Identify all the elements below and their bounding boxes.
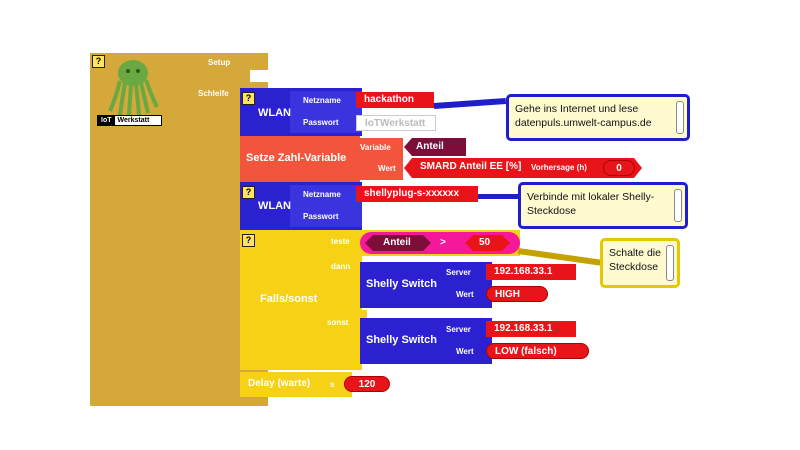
falls-title: Falls/sonst (260, 293, 318, 305)
logo-werkstatt: Werkstatt (114, 116, 161, 125)
comment-1-scrollbar[interactable] (676, 101, 684, 134)
shelly1-title: Shelly Switch (366, 278, 437, 290)
shelly1-server-label: Server (446, 268, 471, 277)
setup-notch-top (250, 70, 268, 82)
shelly-switch-2[interactable] (360, 318, 492, 364)
comment2-connector (478, 194, 520, 199)
shelly1-server-value[interactable]: 192.168.33.1 (486, 264, 576, 280)
comment-1-text: Gehe ins Internet und lese datenpuls.umw… (515, 103, 652, 129)
falls-sonst-label: sonst (327, 318, 349, 327)
condition-operator[interactable]: > (440, 237, 446, 248)
setze-title: Setze Zahl-Variable (246, 152, 347, 164)
shelly1-wert-label: Wert (456, 290, 474, 299)
setze-wert-label: Wert (378, 164, 396, 173)
shelly2-wert-label: Wert (456, 347, 474, 356)
setze-variable-block[interactable] (240, 136, 360, 182)
setze-wert-value[interactable] (404, 158, 642, 178)
wlan1-passwort-value[interactable]: IoTWerkstatt (356, 115, 436, 131)
setze-variable-label: Variable (360, 143, 391, 152)
wlan2-netzname-label: Netzname (303, 190, 341, 199)
delay-title: Delay (warte) (248, 378, 311, 389)
condition-variable[interactable]: Anteil (365, 235, 431, 251)
shelly2-server-label: Server (446, 325, 471, 334)
shelly2-server-value[interactable]: 192.168.33.1 (486, 321, 576, 337)
shelly2-wert-value[interactable]: LOW (falsch) (486, 343, 589, 359)
condition-value[interactable]: 50 (465, 235, 510, 251)
wlan1-title: WLAN (258, 107, 291, 119)
comment-2-text: Verbinde mit lokaler Shelly-Steckdose (527, 191, 655, 217)
setze-input-area (355, 138, 403, 180)
loop-label: Schleife (198, 89, 229, 98)
falls-block[interactable] (240, 230, 362, 370)
shelly-switch-1[interactable] (360, 262, 492, 308)
falls-teste-label: teste (331, 237, 350, 246)
wlan1-passwort-label: Passwort (303, 118, 339, 127)
setze-variable-value[interactable]: Anteil (404, 138, 466, 156)
logo-badge: IoT Werkstatt (97, 115, 162, 126)
setup-label: Setup (208, 58, 231, 67)
wlan2-netzname-value[interactable]: shellyplug-s-xxxxxx (356, 186, 478, 202)
delay-value[interactable]: 120 (344, 376, 390, 392)
setze-wert-text: SMARD Anteil EE [%] (420, 161, 522, 172)
wlan2-help-icon[interactable]: ? (242, 186, 255, 199)
wlan2-title: WLAN (258, 200, 291, 212)
logo-iot: IoT (98, 116, 115, 125)
comment-3-scrollbar[interactable] (666, 245, 674, 281)
comment-3-text: Schalte die Steckdose (609, 247, 661, 273)
octopus-icon (105, 55, 160, 117)
setze-vorhersage-value[interactable]: 0 (603, 160, 635, 176)
comment-3[interactable]: Schalte die Steckdose (600, 238, 680, 288)
comment-2-scrollbar[interactable] (674, 189, 682, 222)
comment-2[interactable]: Verbinde mit lokaler Shelly-Steckdose (518, 182, 688, 229)
setup-help-icon[interactable]: ? (92, 55, 105, 68)
shelly2-title: Shelly Switch (366, 334, 437, 346)
wlan1-netzname-value[interactable]: hackathon (356, 92, 434, 108)
wlan-block-2-input-area (290, 185, 362, 227)
wlan-block-1-input-area (290, 91, 362, 133)
setze-vorhersage-label: Vorhersage (h) (531, 163, 587, 172)
wlan1-netzname-label: Netzname (303, 96, 341, 105)
wlan1-help-icon[interactable]: ? (242, 92, 255, 105)
wlan2-passwort-label: Passwort (303, 212, 339, 221)
delay-block[interactable] (240, 372, 352, 397)
comment-1[interactable]: Gehe ins Internet und lese datenpuls.umw… (506, 94, 690, 141)
comment1-connector (433, 97, 507, 109)
shelly1-wert-value[interactable]: HIGH (486, 286, 548, 302)
delay-unit: s (330, 380, 335, 389)
falls-help-icon[interactable]: ? (242, 234, 255, 247)
falls-dann-label: dann (331, 262, 351, 271)
